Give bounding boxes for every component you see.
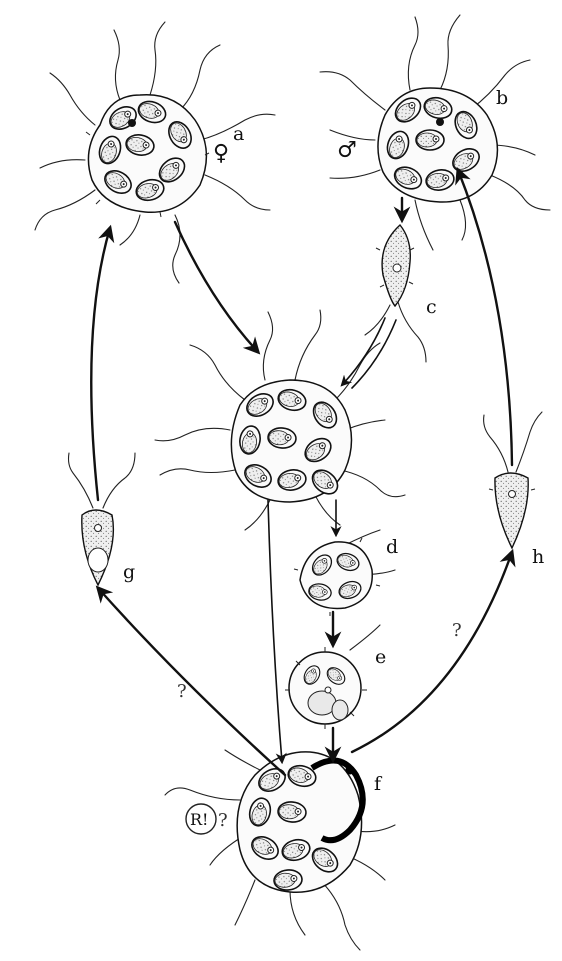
r-mark: R! ? (186, 804, 228, 834)
male-symbol-icon: ♂ (337, 138, 357, 163)
label-a: a (233, 123, 244, 145)
arrow-f-to-g (98, 588, 285, 775)
arrow-h-to-b (458, 170, 512, 465)
label-f: f (374, 773, 383, 795)
female-symbol-icon: ♀ (213, 141, 229, 166)
label-h: h (532, 546, 544, 568)
label-d: d (386, 536, 398, 558)
label-e: e (375, 646, 386, 668)
arrow-a-to-central (175, 222, 258, 352)
colony-b-male (320, 15, 550, 250)
arrow-central-to-f (268, 500, 282, 762)
arrow-g-to-a (91, 228, 110, 500)
question-mark-right: ? (452, 620, 462, 641)
label-b: b (496, 87, 508, 109)
r-mark-text: R! (190, 810, 208, 829)
cell-d (294, 530, 395, 616)
colony-a-female (35, 22, 275, 283)
r-question-mark: ? (218, 810, 228, 831)
label-g: g (123, 561, 135, 583)
central-colony (155, 310, 405, 530)
colony-f (165, 750, 395, 950)
question-mark-left: ? (177, 681, 187, 702)
label-c: c (426, 296, 437, 318)
cell-h (484, 412, 542, 548)
